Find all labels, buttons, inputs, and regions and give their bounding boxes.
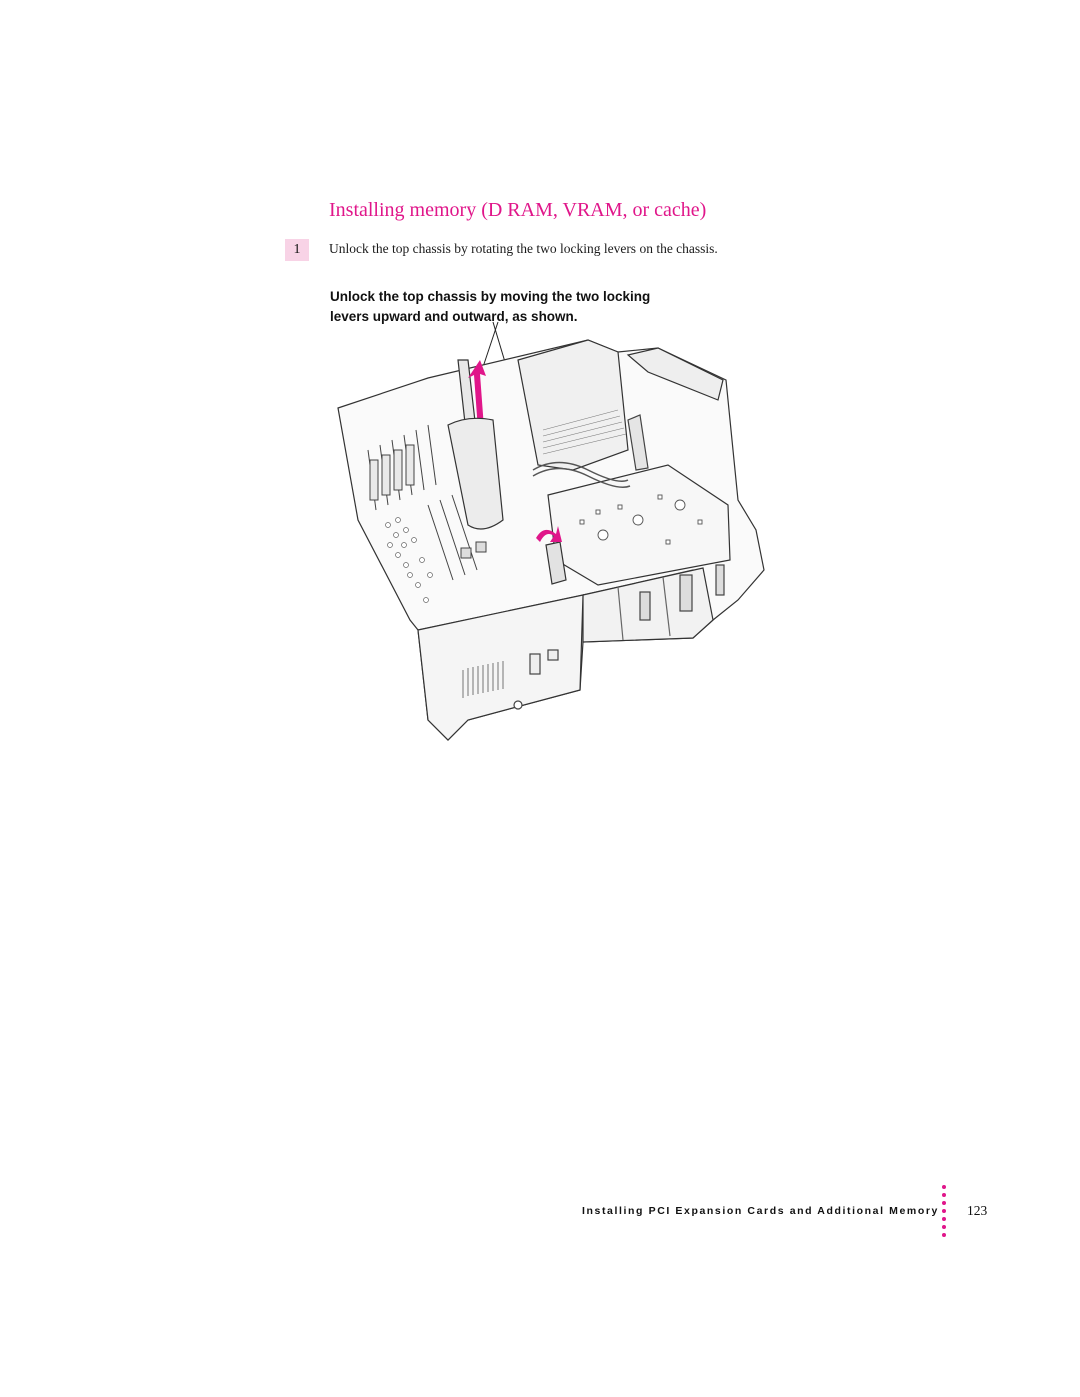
footer-dot-separator	[940, 1185, 948, 1241]
section-heading: Installing memory (D RAM, VRAM, or cache…	[329, 199, 707, 221]
computer-chassis-illustration	[337, 321, 765, 741]
step-text: Unlock the top chassis by rotating the t…	[329, 241, 718, 256]
perforated-plate	[385, 517, 433, 603]
cable-bundle	[532, 461, 629, 482]
page-number: 123	[967, 1203, 988, 1218]
step-number: 1	[285, 239, 309, 261]
pci-card-slots	[367, 424, 437, 511]
side-panel	[417, 594, 584, 741]
card-bracket	[447, 417, 504, 530]
right-bracket	[626, 347, 724, 401]
arrow-up	[468, 360, 486, 430]
locking-lever-front	[545, 541, 567, 585]
motherboard-slots	[427, 494, 487, 581]
arrow-curved	[536, 526, 562, 542]
vent-grille	[462, 661, 504, 698]
running-footer-title: Installing PCI Expansion Cards and Addit…	[581, 1205, 939, 1217]
power-supply	[517, 339, 629, 471]
figure-caption: Unlock the top chassis by moving the two…	[330, 289, 651, 324]
